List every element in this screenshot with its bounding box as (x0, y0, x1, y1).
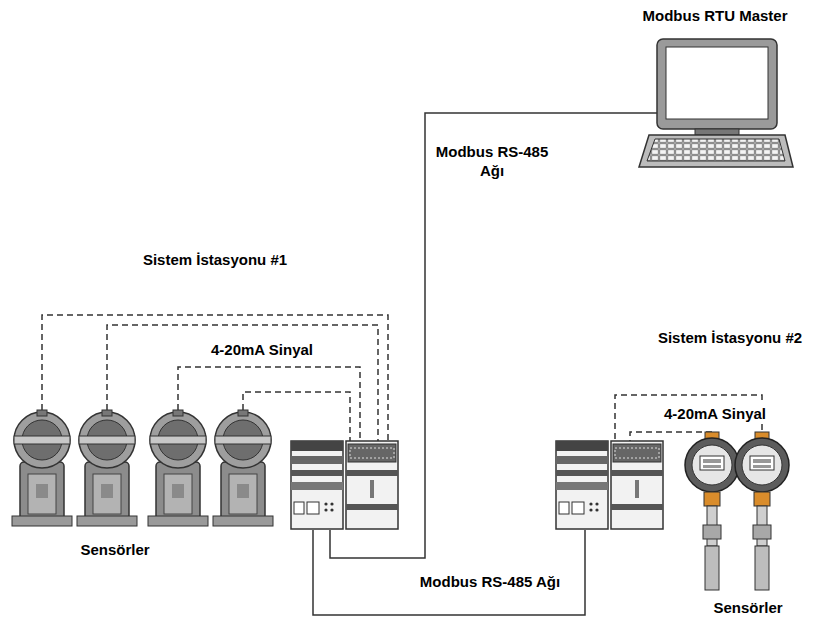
rs485-link (313, 530, 585, 615)
laptop-icon (635, 35, 795, 170)
node-heading: Sistem İstasyonu #2 (655, 328, 805, 347)
pressure-transmitter (213, 410, 273, 526)
master-computer: Modbus RTU Master (635, 35, 795, 170)
pressure-transmitter (148, 410, 208, 526)
io-module (290, 440, 400, 530)
sensor-group-label: Sensörler (688, 598, 808, 617)
node-heading: Sistem İstasyonu #1 (140, 250, 290, 269)
sensor-transmitter (735, 432, 789, 590)
network-label: Modbus RS-485 Ağı (417, 572, 563, 591)
pressure-transmitter (77, 410, 137, 526)
signal-wire (42, 315, 762, 452)
io-module (555, 440, 665, 530)
rs485-link (330, 113, 657, 558)
sensor-transmitter (685, 432, 739, 590)
system-station: Sistem İstasyonu #2 (555, 440, 665, 530)
sensor-group-label: Sensörler (55, 540, 175, 559)
system-station: Sistem İstasyonu #1 (290, 440, 400, 530)
network-label: Modbus RS-485 Ağı (424, 142, 560, 180)
node-heading: Modbus RTU Master (615, 6, 815, 25)
signal-label: 4-20mA Sinyal (661, 404, 769, 423)
signal-label: 4-20mA Sinyal (208, 340, 316, 359)
pressure-transmitter (12, 410, 72, 526)
